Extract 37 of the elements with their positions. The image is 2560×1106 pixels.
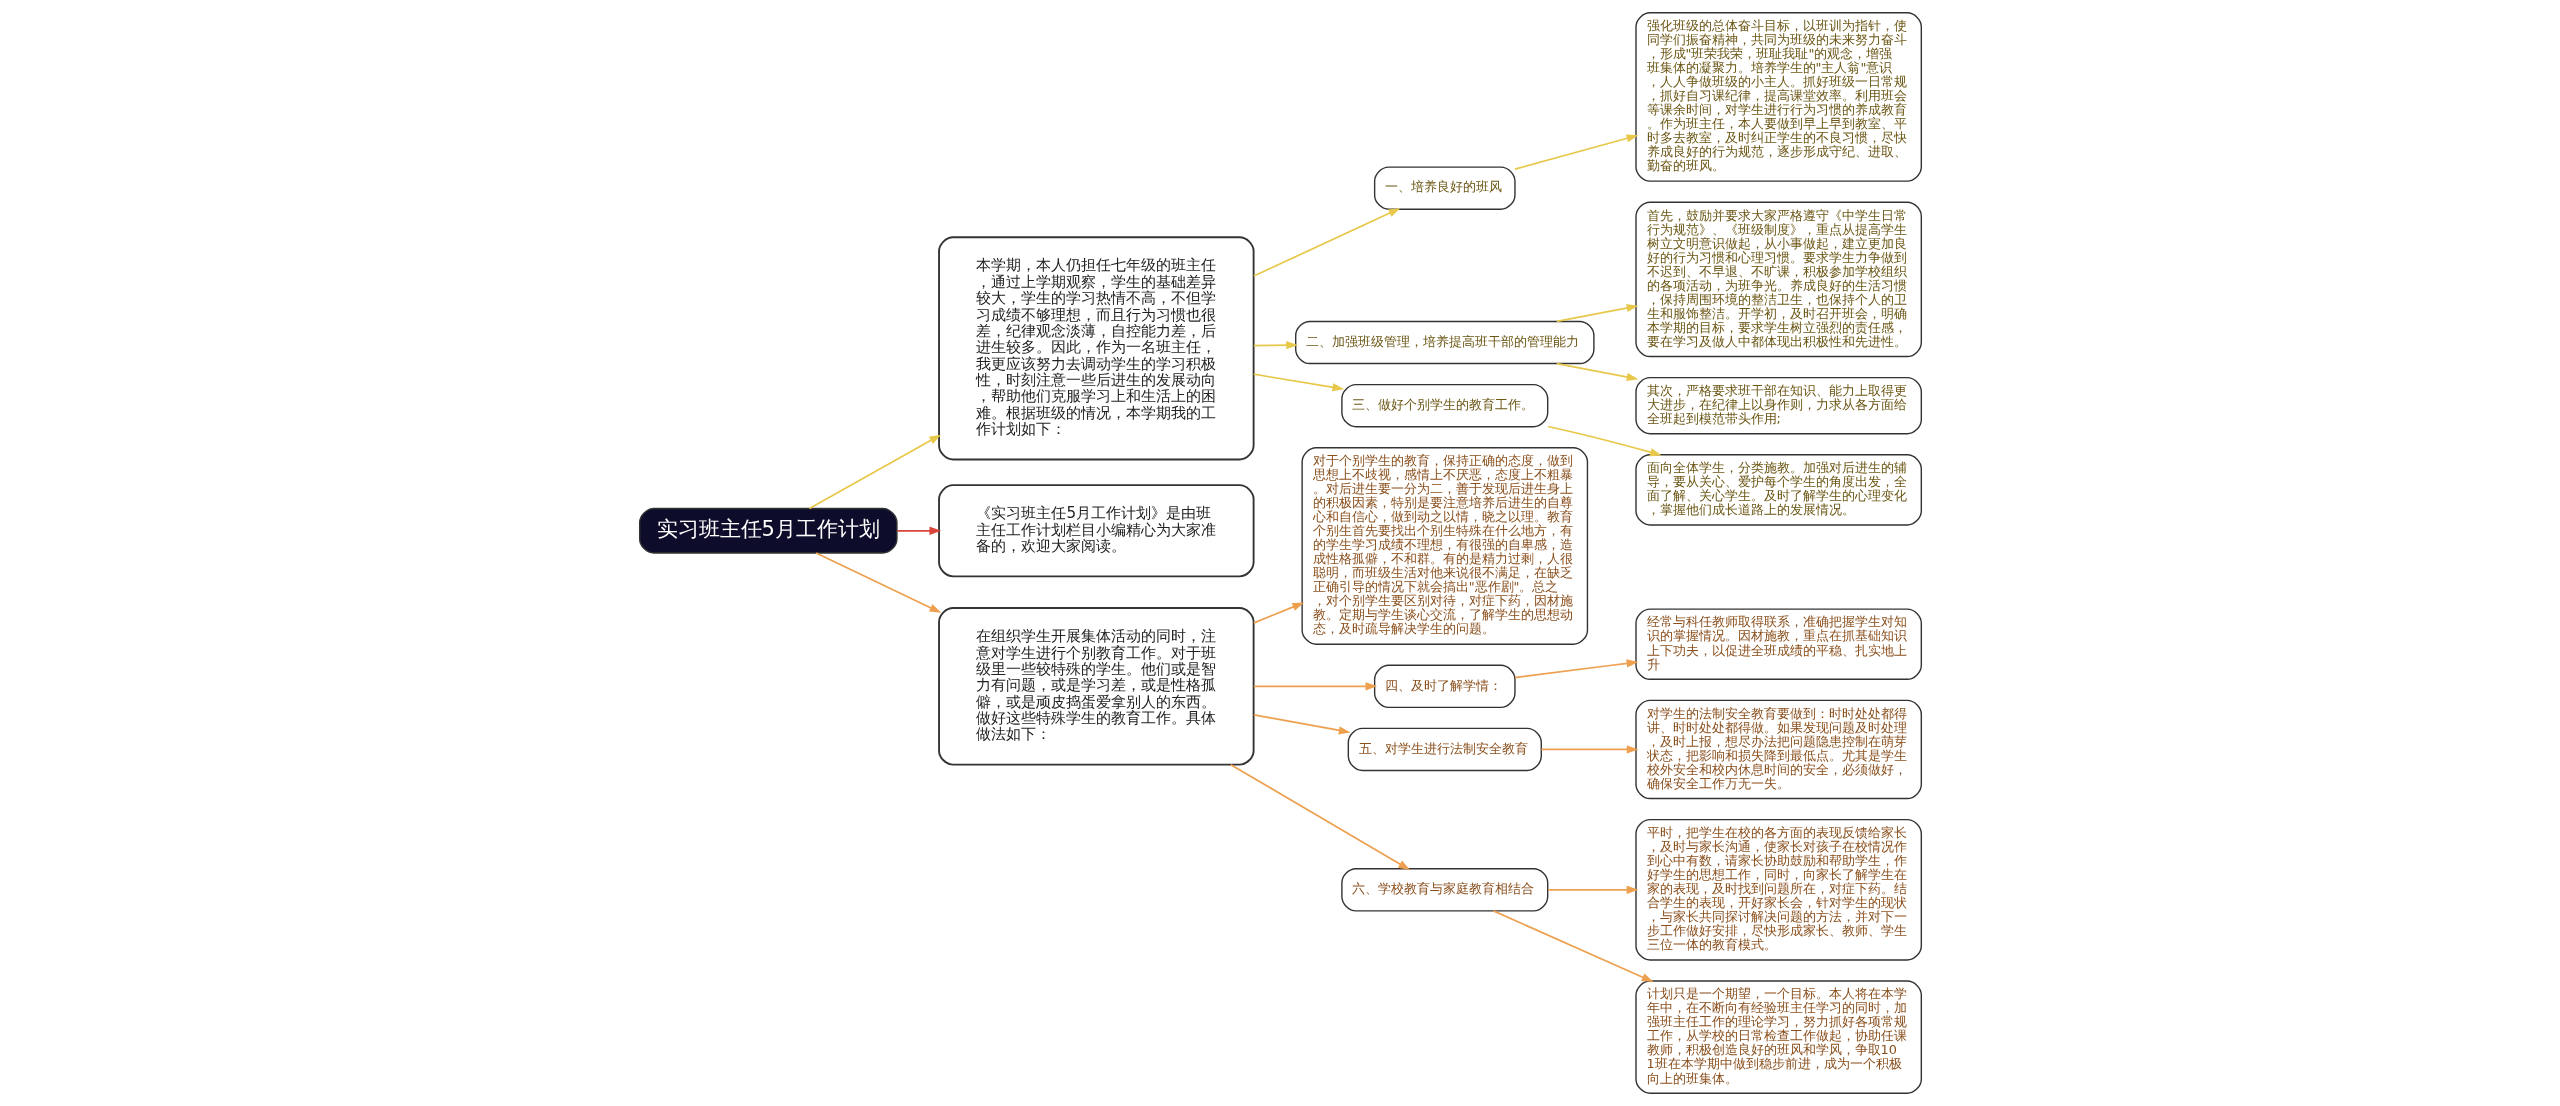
arrow [1252, 208, 1400, 277]
arrow [1540, 745, 1638, 754]
node-box: 强化班级的总体奋斗目标，以班训为指针，使同学们振奋精神，共同为班级的未来努力奋斗，形成"班荣我荣，班耻我耻"的观念，增强班集体的凝聚力。培养学生的"主人翁"意识，人人争做班级的小主人。抓好班级一日常规，抓好自习课纪律，提高课堂效率。利用班会等课余时间，对学生进行行为习惯的养成教育。作为班主任，本人要做到早上早到教室、平时多去教室，及时纠正学生的不良习惯，尽快养成良好的行为规范，逐步形成守纪、进取、勤奋的班风。 [1634, 12, 1922, 182]
arrow [1513, 659, 1638, 679]
node-box: 面向全体学生，分类施教。加强对后进生的辅导，要从关心、爱护每个学生的角度出发，全面了解、关心学生。及时了解学生的心理变化，掌握他们成长道路上的发展情况。 [1634, 454, 1922, 526]
node-box: 对学生的法制安全教育要做到：时时处处都得讲、时时处处都得做。如果发现问题及时处理，及时上报，想尽办法把问题隐患控制在萌芽状态，把影响和损失降到最低点。尤其是学生校外安全和校内休息时间的安全，必须做好，确保安全工作万无一失。 [1634, 699, 1922, 800]
arrow [1513, 134, 1638, 170]
arrow [1229, 763, 1410, 871]
arrow [1492, 910, 1653, 982]
arrow [1252, 602, 1304, 624]
node-box: 《实习班主任5月工作计划》是由班主任工作计划栏目小编精心为大家准备的，欢迎大家阅读。 [937, 484, 1255, 578]
node-box: 对于个别学生的教育，保持正确的态度，做到思想上不歧视，感情上不厌恶，态度上不粗暴。对后进生要一分为二，善于发现后进生身上的积极因素，特别是要注意培养后进生的自尊心和自信心，做到动之以情，晓之以理。教育个别生首先要找出个别生特殊在什么地方，有的学生学习成绩不理想，有很强的自卑感，造成性格孤僻，不和群。有的是精力过剩，人很聪明，而班级生活对他来说很不满足，在缺乏正确引导的情况下就会搞出"恶作剧"。总之，对个别学生要区别对待，对症下药，因材施教。定期与学生谈心交流，了解学生的思想动态，及时疏导解决学生的问题。 [1300, 447, 1588, 645]
node-box: 平时，把学生在校的各方面的表现反馈给家长，及时与家长沟通，使家长对孩子在校情况作到心中有数，请家长协助鼓励和帮助学生，作好学生的思想工作，同时，向家长了解学生在家的表现，及时找到问题所在，对症下药。结合学生的表现，开好家长会，针对学生的现状，与家长共同探讨解决问题的方法，并对下一步工作做好安排，尽快形成家长、教师、学生三位一体的教育模式。 [1634, 818, 1922, 961]
node-box: 五、对学生进行法制安全教育 [1347, 727, 1542, 772]
arrow [1555, 304, 1638, 323]
node-box: 四、及时了解学情： [1373, 664, 1516, 709]
node-box: 计划只是一个期望，一个目标。本人将在本学年中，在不断向有经验班主任学习的同时，加强班主任工作的理论学习，努力抓好各项常规工作，从学校的日常检查工作做起，协助任课教师，积极创造良好的班风和学风，争取101班在本学期中做到稳步前进，成为一个积极向上的班集体。 [1634, 980, 1922, 1094]
arrow [814, 552, 941, 613]
arrow [1546, 885, 1638, 894]
node-box: 六、学校教育与家庭教育相结合 [1340, 868, 1548, 912]
node-box: 在组织学生开展集体活动的同时，注意对学生进行个别教育工作。对于班级里一些较特殊的学生。他们或是智力有问题，或是学习差，或是性格孤僻，或是顽皮捣蛋爱拿别人的东西。做好这些特殊学生的教育工作。具体做法如下： [937, 607, 1255, 766]
arrow [1555, 362, 1638, 381]
node-box: 二、加强班级管理，培养提高班干部的管理能力 [1294, 320, 1595, 365]
node-box: 经常与科任教师取得联系，准确把握学生对知识的掌握情况。因材施教，重点在抓基础知识上下功夫，以促进全班成绩的平稳、扎实地上升 [1634, 608, 1922, 680]
arrow [808, 434, 941, 510]
node-box: 实习班主任5月工作计划 [638, 507, 898, 554]
node-box: 一、培养良好的班风 [1373, 166, 1516, 210]
arrow [1252, 373, 1344, 392]
arrow [895, 526, 941, 535]
node-box: 首先，鼓励并要求大家严格遵守《中学生日常行为规范》、《班级制度》，重点从提高学生树立文明意识做起，从小事做起，建立更加良好的行为习惯和心理习惯。要求学生力争做到不迟到、不早退、不旷课，积极参加学校组织的各项活动，为班争光。养成良好的生活习惯，保持周围环境的整洁卫生，也保持个人的卫生和服饰整洁。开学初，及时召开班会，明确本学期的目标，要求学生树立强烈的责任感，要在学习及做人中都体现出积极性和先进性。 [1634, 201, 1922, 358]
arrow [1546, 425, 1662, 457]
arrow [1252, 682, 1377, 691]
arrow [1252, 341, 1298, 350]
node-box: 本学期，本人仍担任七年级的班主任，通过上学期观察，学生的基础差异较大，学生的学习热情不高，不但学习成绩不够理想，而且行为习惯也很差，纪律观念淡薄，自控能力差，后进生较多。因此，作为一名班主任，我更应该努力去调动学生的学习积极性，时刻注意一些后进生的发展动向，帮助他们克服学习上和生活上的困难。根据班级的情况，本学期我的工作计划如下： [937, 236, 1255, 461]
arrow [1252, 713, 1351, 735]
node-box: 其次，严格要求班干部在知识、能力上取得更大进步，在纪律上以身作则，力求从各方面给全班起到模范带头作用; [1634, 376, 1922, 435]
node-box: 三、做好个别学生的教育工作。 [1340, 383, 1548, 428]
